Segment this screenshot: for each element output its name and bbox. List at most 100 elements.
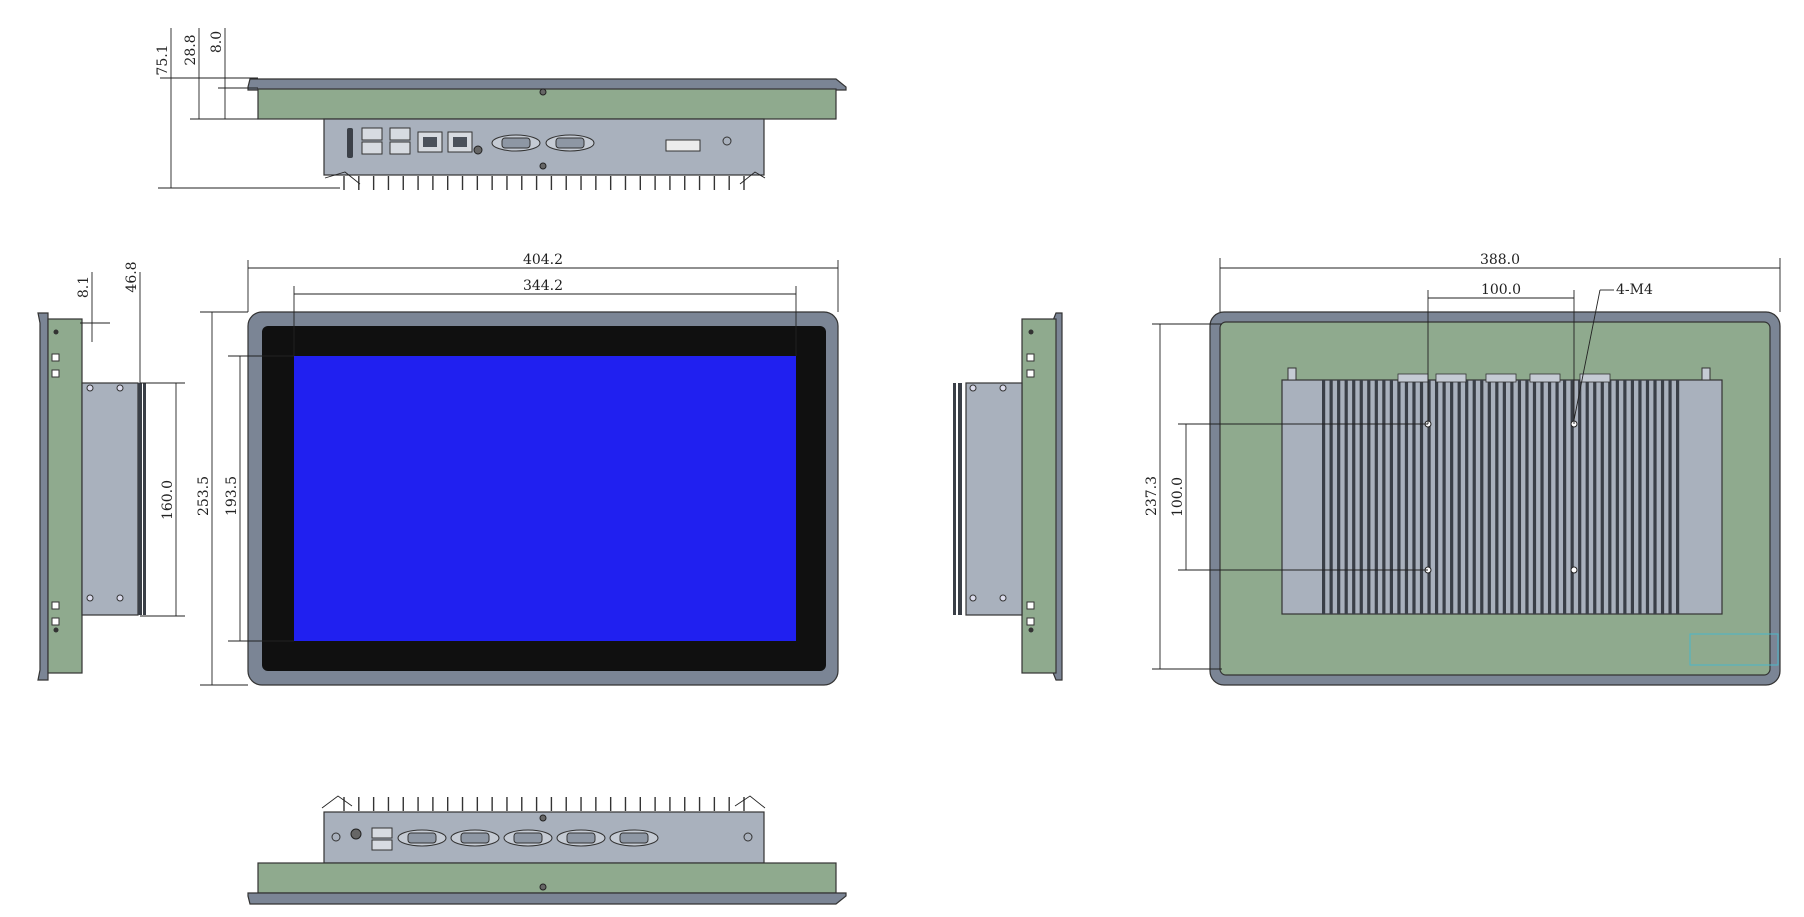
heatsink-fin [1480,380,1484,614]
heatsink-fin [1457,380,1461,614]
screw [86,594,94,602]
heatsink-fin [1329,380,1333,614]
dim-screen-height: 193.5 [224,476,240,516]
right-side-markers [969,329,1035,633]
left-side-markers [51,329,124,633]
usb-port [389,141,411,155]
marker [1026,601,1035,610]
heatsink-fin [1630,380,1635,614]
dim-side-box-height: 160.0 [160,480,176,520]
right-side-box [965,382,1023,616]
terminal-block [665,139,701,152]
marker [51,617,60,626]
bottom-front-frame [247,892,847,905]
heatsink-fin [1352,380,1356,614]
heatsink-fin [1525,380,1529,614]
dim-side-bezel-thickness: 8.1 [76,276,92,298]
heatsink-fin [1608,380,1612,614]
power-jack [473,145,483,155]
marker [51,601,60,610]
heatsink-fin [1638,380,1642,614]
heatsink-fin [1412,380,1416,614]
heatsink-fin [1578,380,1582,614]
heatsink-fin [1472,380,1476,614]
heatsink-fin [1419,380,1424,614]
usb-port [371,827,393,839]
marker [51,353,60,362]
bottom-io-ports [331,827,753,851]
vesa-hole [1570,566,1578,574]
heatsink-fin [1517,380,1522,614]
usb-port [361,141,383,155]
heatsink-fin [1563,380,1567,614]
dim-top-front-thickness: 8.0 [209,31,225,53]
left-side-box [81,382,139,616]
heatsink-fin [1487,380,1491,614]
heatsink-fin [1434,380,1439,614]
rear-heatsink-fins [1287,367,1711,614]
screw [722,136,732,146]
marker [51,369,60,378]
bottom-back-panel [257,862,837,894]
rear-view [1209,311,1781,686]
dim-rear-height: 237.3 [1144,476,1160,516]
marker [1026,353,1035,362]
heatsink-fin [1532,380,1537,614]
rear-dimensions: 388.0 100.0 4-M4 237.3 100.0 [1144,252,1781,670]
dim-front-width: 404.2 [523,252,563,268]
screw [86,384,94,392]
heatsink-fin [1502,380,1506,614]
screw [969,594,977,602]
heatsink-fin [1382,380,1386,614]
marker [1026,369,1035,378]
heatsink-fin [1397,380,1401,614]
heatsink-fin [1427,380,1431,614]
heatsink-fin [1450,380,1454,614]
heatsink-fin [1547,380,1552,614]
screw [116,384,124,392]
right-side-view [953,312,1063,681]
audio-jack [350,828,362,840]
left-side-panel [47,318,83,674]
heatsink-fin [1495,380,1499,614]
heatsink-fin [1322,380,1326,614]
usb-port [371,839,393,851]
heatsink-fin [1442,380,1446,614]
dim-side-panel-depth: 46.8 [124,261,140,292]
heatsink-fin [1600,380,1604,614]
dim-front-height: 253.5 [196,476,212,516]
rear-label-area [1689,633,1779,666]
heatsink-fin [1404,380,1409,614]
heatsink-fin [1660,380,1665,614]
bottom-view [247,795,847,905]
heatsink-fin [1374,380,1378,614]
bottom-heatsink-vents [343,797,745,811]
heatsink-fin [1668,380,1672,614]
left-side-dimensions: 8.1 46.8 160.0 [76,261,185,617]
top-io-ports [347,127,732,158]
dim-mount-holes-label: 4-M4 [1616,282,1653,298]
top-view [247,78,847,190]
heatsink-fin [1367,380,1371,614]
heatsink-fin [1344,380,1348,614]
marker [1026,617,1035,626]
dim-rear-width: 388.0 [1480,252,1520,268]
heatsink-fin [1337,380,1341,614]
heatsink-fin [1540,380,1544,614]
usb-port [389,127,411,141]
dim-top-body-depth: 28.8 [183,34,199,65]
dim-top-total-depth: 75.1 [155,44,171,75]
heatsink-fin [1555,380,1559,614]
heatsink-fin [1593,380,1597,614]
heatsink-fin [1645,380,1650,614]
heatsink-fin [1465,380,1469,614]
screw [999,384,1007,392]
heatsink-fin [1570,380,1574,614]
dim-vesa-horizontal: 100.0 [1481,282,1521,298]
screw [969,384,977,392]
dim-vesa-vertical: 100.0 [1170,477,1186,517]
front-screen [294,356,796,641]
left-side-view [37,312,146,681]
right-side-panel [1021,318,1057,674]
